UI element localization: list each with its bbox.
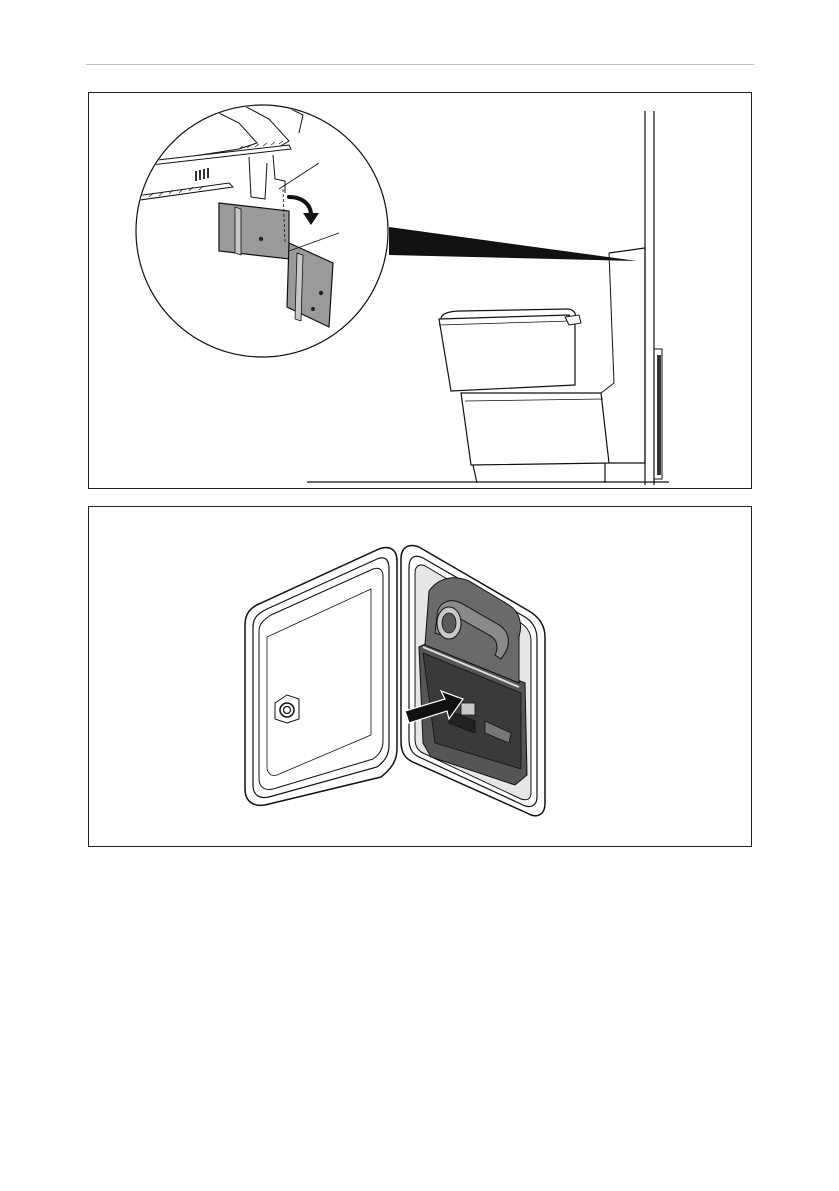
toilet-bowl (439, 315, 575, 391)
header-rule (86, 64, 754, 65)
figure-1-frame (88, 92, 752, 489)
holder-plate (219, 203, 289, 259)
leader-wedge (389, 227, 637, 261)
figure-1-illustration (89, 93, 751, 488)
waste-cassette (419, 578, 527, 785)
service-door (245, 548, 397, 806)
figure-2-frame (88, 506, 752, 847)
figure-2-illustration (89, 507, 751, 846)
